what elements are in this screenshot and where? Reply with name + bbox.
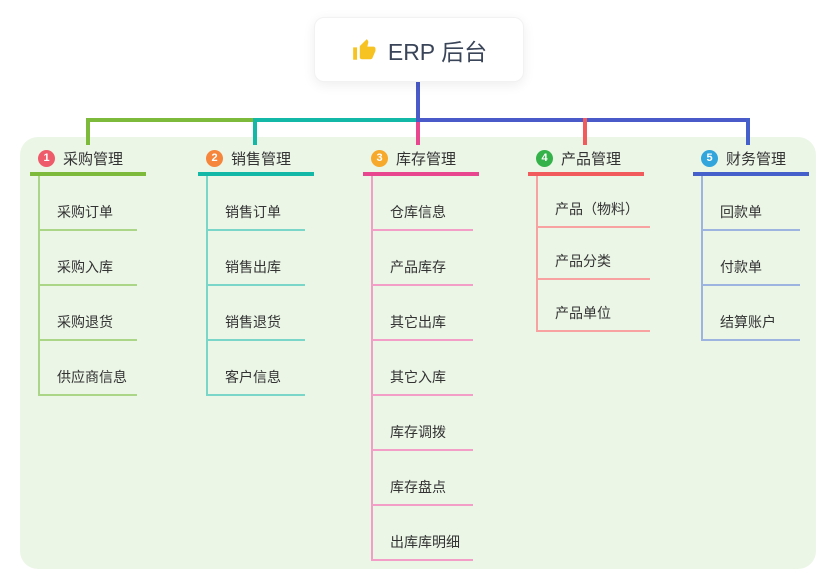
branch-children-group: 仓库信息产品库存其它出库其它入库库存调拨库存盘点出库库明细 xyxy=(371,176,479,561)
child-node[interactable]: 产品（物料） xyxy=(538,176,650,228)
branch-1: 1 采购管理采购订单采购入库采购退货供应商信息 xyxy=(30,145,146,396)
branch-title-label: 销售管理 xyxy=(231,151,292,168)
connector-root-stem xyxy=(416,82,420,122)
branch-title-label: 产品管理 xyxy=(561,151,622,168)
child-node-label: 仓库信息 xyxy=(390,204,446,220)
connector-drop-branch-5 xyxy=(746,118,750,145)
branch-number-badge: 2 xyxy=(206,150,223,167)
child-node[interactable]: 采购入库 xyxy=(40,231,137,286)
child-node-label: 产品（物料） xyxy=(555,201,639,217)
branch-4: 4 产品管理产品（物料） 产品分类产品单位 xyxy=(528,145,650,332)
branch-title-label: 财务管理 xyxy=(726,151,787,168)
child-node-label: 产品单位 xyxy=(555,305,611,321)
branch-title-node[interactable]: 4 产品管理 xyxy=(528,145,644,176)
root-label: ERP 后台 xyxy=(387,38,488,65)
child-node-label: 销售订单 xyxy=(225,204,281,220)
child-node-label: 销售退货 xyxy=(225,314,281,330)
child-node[interactable]: 出库库明细 xyxy=(373,506,473,561)
child-node[interactable]: 产品库存 xyxy=(373,231,473,286)
connector-drop-branch-3 xyxy=(416,122,420,145)
branch-title-node[interactable]: 1 采购管理 xyxy=(30,145,146,176)
mindmap-background-panel xyxy=(20,137,816,569)
child-node-label: 采购入库 xyxy=(57,259,113,275)
thumbs-up-icon xyxy=(351,37,377,63)
child-node[interactable]: 销售退货 xyxy=(208,286,305,341)
child-node-label: 产品库存 xyxy=(390,259,446,275)
branch-title-label: 库存管理 xyxy=(396,151,457,168)
branch-children-group: 产品（物料） 产品分类产品单位 xyxy=(536,176,650,332)
branch-title-node[interactable]: 2 销售管理 xyxy=(198,145,314,176)
connector-bus-middle xyxy=(253,118,418,122)
branch-number-badge: 3 xyxy=(371,150,388,167)
child-node-label: 采购订单 xyxy=(57,204,113,220)
connector-drop-branch-2 xyxy=(253,118,257,145)
branch-title-node[interactable]: 3 库存管理 xyxy=(363,145,479,176)
child-node-label: 库存盘点 xyxy=(390,479,446,495)
child-node[interactable]: 采购订单 xyxy=(40,176,137,231)
child-node-label: 其它出库 xyxy=(390,314,446,330)
child-node[interactable]: 其它入库 xyxy=(373,341,473,396)
child-node[interactable]: 付款单 xyxy=(703,231,800,286)
connector-drop-branch-4 xyxy=(583,118,587,145)
branch-children-group: 回款单付款单结算账户 xyxy=(701,176,809,341)
branch-2: 2 销售管理销售订单销售出库销售退货客户信息 xyxy=(198,145,314,396)
connector-drop-branch-1 xyxy=(86,118,90,145)
child-node[interactable]: 库存盘点 xyxy=(373,451,473,506)
child-node[interactable]: 库存调拨 xyxy=(373,396,473,451)
branch-title-label: 采购管理 xyxy=(63,151,124,168)
child-node[interactable]: 销售出库 xyxy=(208,231,305,286)
child-node-label: 付款单 xyxy=(720,259,762,275)
child-node-label: 销售出库 xyxy=(225,259,281,275)
child-node[interactable]: 供应商信息 xyxy=(40,341,137,396)
branch-number-badge: 5 xyxy=(701,150,718,167)
branch-5: 5 财务管理回款单付款单结算账户 xyxy=(693,145,809,341)
child-node[interactable]: 采购退货 xyxy=(40,286,137,341)
child-node-label: 结算账户 xyxy=(720,314,776,330)
child-node[interactable]: 结算账户 xyxy=(703,286,800,341)
branch-children-group: 采购订单采购入库采购退货供应商信息 xyxy=(38,176,146,396)
child-node-label: 回款单 xyxy=(720,204,762,220)
child-node-label: 库存调拨 xyxy=(390,424,446,440)
child-node-label: 出库库明细 xyxy=(390,534,460,550)
child-node-label: 其它入库 xyxy=(390,369,446,385)
child-node[interactable]: 销售订单 xyxy=(208,176,305,231)
branch-number-badge: 1 xyxy=(38,150,55,167)
connector-bus-left xyxy=(86,118,253,122)
branch-3: 3 库存管理仓库信息产品库存其它出库其它入库库存调拨库存盘点出库库明细 xyxy=(363,145,479,561)
child-node[interactable]: 仓库信息 xyxy=(373,176,473,231)
child-node-label: 供应商信息 xyxy=(57,369,127,385)
branch-number-badge: 4 xyxy=(536,150,553,167)
child-node[interactable]: 产品分类 xyxy=(538,228,650,280)
branch-children-group: 销售订单销售出库销售退货客户信息 xyxy=(206,176,314,396)
child-node[interactable]: 产品单位 xyxy=(538,280,650,332)
child-node[interactable]: 回款单 xyxy=(703,176,800,231)
branch-title-node[interactable]: 5 财务管理 xyxy=(693,145,809,176)
child-node-label: 采购退货 xyxy=(57,314,113,330)
root-node[interactable]: ERP 后台 xyxy=(314,17,524,82)
child-node[interactable]: 其它出库 xyxy=(373,286,473,341)
child-node-label: 产品分类 xyxy=(555,253,611,269)
child-node[interactable]: 客户信息 xyxy=(208,341,305,396)
child-node-label: 客户信息 xyxy=(225,369,281,385)
